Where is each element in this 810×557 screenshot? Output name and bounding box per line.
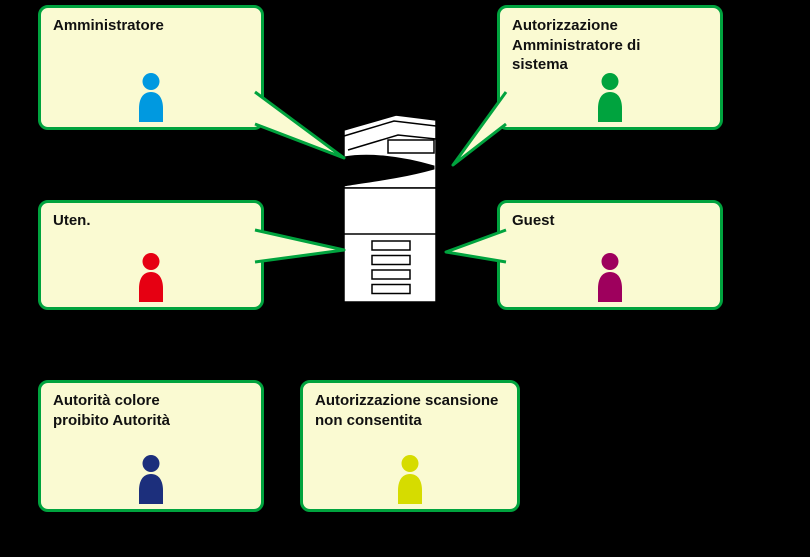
person-head <box>401 455 419 472</box>
callout-system-admin-authorization: Autorizzazione Amministratore di sistema <box>497 5 723 130</box>
printer-output-slot <box>343 154 435 187</box>
person-icon <box>398 455 422 504</box>
person-icon <box>139 73 163 122</box>
person-head <box>601 253 619 270</box>
printer-feeder-lower-line <box>347 134 437 151</box>
printer-tray-3 <box>371 269 411 280</box>
person-head <box>601 73 619 90</box>
person-icon <box>598 253 622 302</box>
person-body <box>139 272 163 302</box>
person-head <box>142 253 160 270</box>
printer-tray-2 <box>371 254 411 266</box>
callout-guest-label: Guest <box>512 212 555 229</box>
callout-color-prohibited-authority-label: Autorità colore proibito Autorità <box>53 392 170 429</box>
person-icon <box>139 455 163 504</box>
callout-administrator: Amministratore <box>38 5 264 130</box>
callout-scan-not-allowed: Autorizzazione scansione non consentita <box>300 380 520 512</box>
callout-scan-not-allowed-label: Autorizzazione scansione non consentita <box>315 392 499 429</box>
callout-guest: Guest <box>497 200 723 310</box>
callout-administrator-label: Amministratore <box>53 17 164 34</box>
callout-system-admin-authorization-label: Autorizzazione Amministratore di sistema <box>512 17 641 73</box>
printer-tray-4 <box>371 283 411 295</box>
callout-user-label: Uten. <box>53 212 91 229</box>
person-body <box>139 474 163 504</box>
person-icon <box>598 73 622 122</box>
person-body <box>139 92 163 122</box>
tail-user <box>254 228 346 264</box>
person-head <box>142 73 160 90</box>
printer-tray-1 <box>371 240 411 251</box>
person-head <box>142 455 160 472</box>
printer-control-panel <box>387 139 435 154</box>
tail-administrator <box>254 90 346 160</box>
person-body <box>598 92 622 122</box>
person-body <box>598 272 622 302</box>
callout-user: Uten. <box>38 200 264 310</box>
person-icon <box>139 253 163 302</box>
callout-color-prohibited-authority: Autorità colore proibito Autorità <box>38 380 264 512</box>
printer-feeder-lid-line <box>343 120 437 137</box>
printer-illustration <box>343 114 437 303</box>
person-body <box>398 474 422 504</box>
